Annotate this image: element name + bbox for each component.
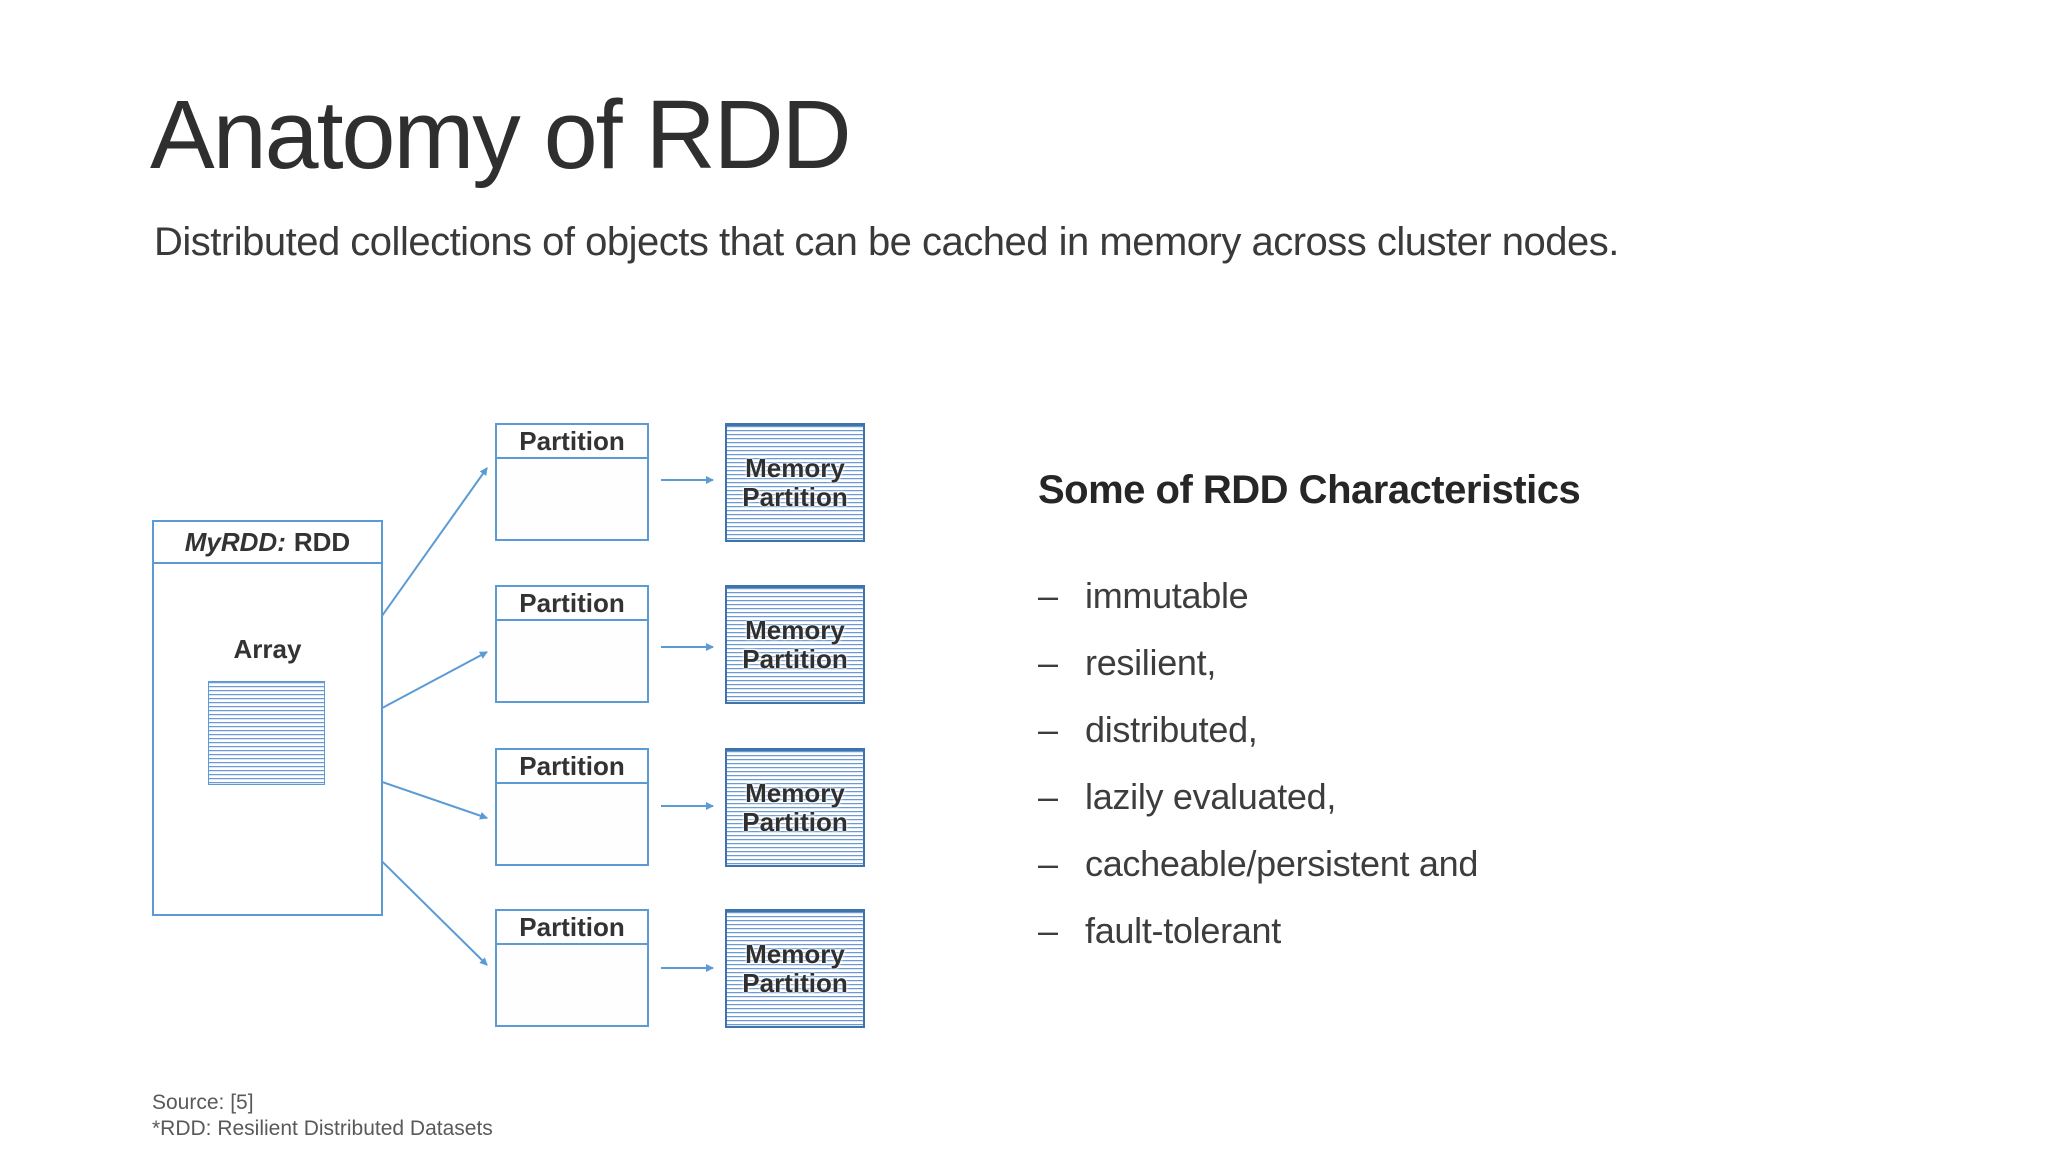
memory-partition-label: Memory Partition	[742, 938, 848, 998]
source-reference: Source: [5]	[152, 1091, 254, 1114]
list-item: –immutable	[1038, 562, 1478, 629]
page-title: Anatomy of RDD	[150, 80, 852, 189]
memory-partition-box-3: Memory Partition	[725, 748, 865, 867]
partition-label: Partition	[497, 587, 647, 621]
list-bullet-dash: –	[1038, 910, 1058, 951]
list-item: –cacheable/persistent and	[1038, 830, 1478, 897]
list-item: –resilient,	[1038, 629, 1478, 696]
rdd-box-title: MyRDD: RDD	[154, 522, 381, 564]
memory-partition-label: Memory Partition	[742, 614, 848, 674]
rdd-container-box: MyRDD: RDD Array	[152, 520, 383, 916]
list-item: –lazily evaluated,	[1038, 763, 1478, 830]
list-item-text: resilient,	[1085, 642, 1217, 683]
memory-partition-box-2: Memory Partition	[725, 585, 865, 704]
list-bullet-dash: –	[1038, 776, 1058, 817]
list-bullet-dash: –	[1038, 575, 1058, 616]
list-item-text: immutable	[1085, 575, 1249, 616]
list-item-text: lazily evaluated,	[1085, 776, 1337, 817]
partition-box-3: Partition	[495, 748, 649, 866]
partition-box-4: Partition	[495, 909, 649, 1027]
list-item-text: distributed,	[1085, 709, 1258, 750]
list-bullet-dash: –	[1038, 709, 1058, 750]
memory-partition-box-1: Memory Partition	[725, 423, 865, 542]
memory-partition-label: Memory Partition	[742, 452, 848, 512]
characteristics-heading: Some of RDD Characteristics	[1038, 468, 1581, 512]
partition-label: Partition	[497, 911, 647, 945]
memory-partition-box-4: Memory Partition	[725, 909, 865, 1028]
partition-label: Partition	[497, 750, 647, 784]
list-item: –distributed,	[1038, 696, 1478, 763]
memory-partition-label: Memory Partition	[742, 777, 848, 837]
partition-box-2: Partition	[495, 585, 649, 703]
list-item: –fault-tolerant	[1038, 897, 1478, 964]
list-item-text: cacheable/persistent and	[1085, 843, 1479, 884]
rdd-definition: *RDD: Resilient Distributed Datasets	[152, 1117, 493, 1140]
array-data-block	[208, 681, 325, 785]
rdd-type-name: RDD	[293, 526, 351, 557]
array-label: Array	[233, 634, 302, 664]
list-item-text: fault-tolerant	[1085, 910, 1281, 951]
partition-label: Partition	[497, 425, 647, 459]
footnote: Source: [5] *RDD: Resilient Distributed …	[152, 1090, 493, 1142]
page-subtitle: Distributed collections of objects that …	[154, 220, 1619, 264]
rdd-instance-name: MyRDD:	[184, 526, 286, 557]
list-bullet-dash: –	[1038, 642, 1058, 683]
partition-box-1: Partition	[495, 423, 649, 541]
characteristics-list: –immutable –resilient, –distributed, –la…	[1038, 562, 1478, 964]
list-bullet-dash: –	[1038, 843, 1058, 884]
